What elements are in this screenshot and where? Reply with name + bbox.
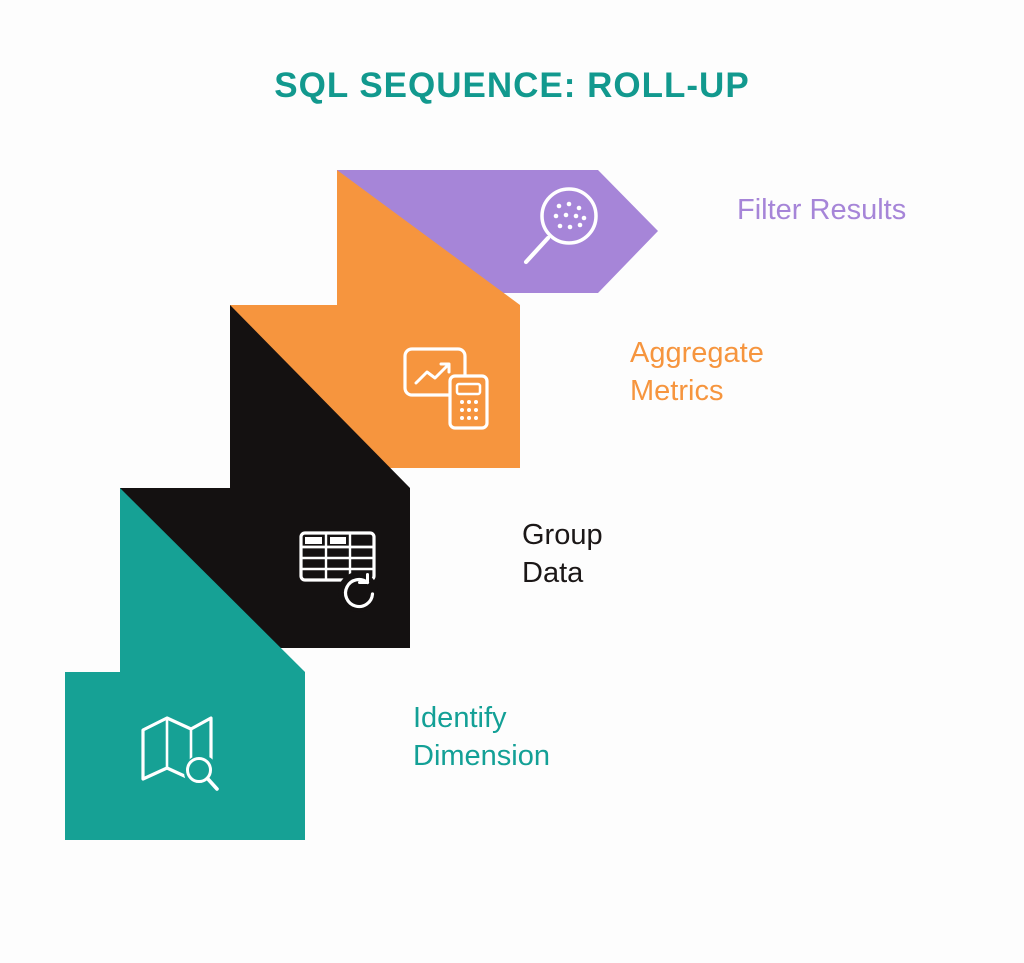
table-refresh-icon bbox=[298, 528, 390, 616]
step-label-group-data: Group Data bbox=[522, 519, 603, 589]
step-label-filter-results: Filter Results bbox=[737, 194, 907, 226]
step-label-aggregate-metrics: Aggregate Metrics bbox=[630, 337, 764, 407]
strainer-magnifier-icon bbox=[514, 180, 609, 280]
chart-calculator-icon bbox=[402, 346, 494, 434]
page-title: SQL SEQUENCE: ROLL-UP bbox=[274, 66, 750, 105]
step-label-identify-dimension: Identify Dimension bbox=[413, 702, 550, 772]
map-magnifier-icon bbox=[137, 708, 227, 798]
step-band-identify-dimension bbox=[65, 672, 305, 840]
